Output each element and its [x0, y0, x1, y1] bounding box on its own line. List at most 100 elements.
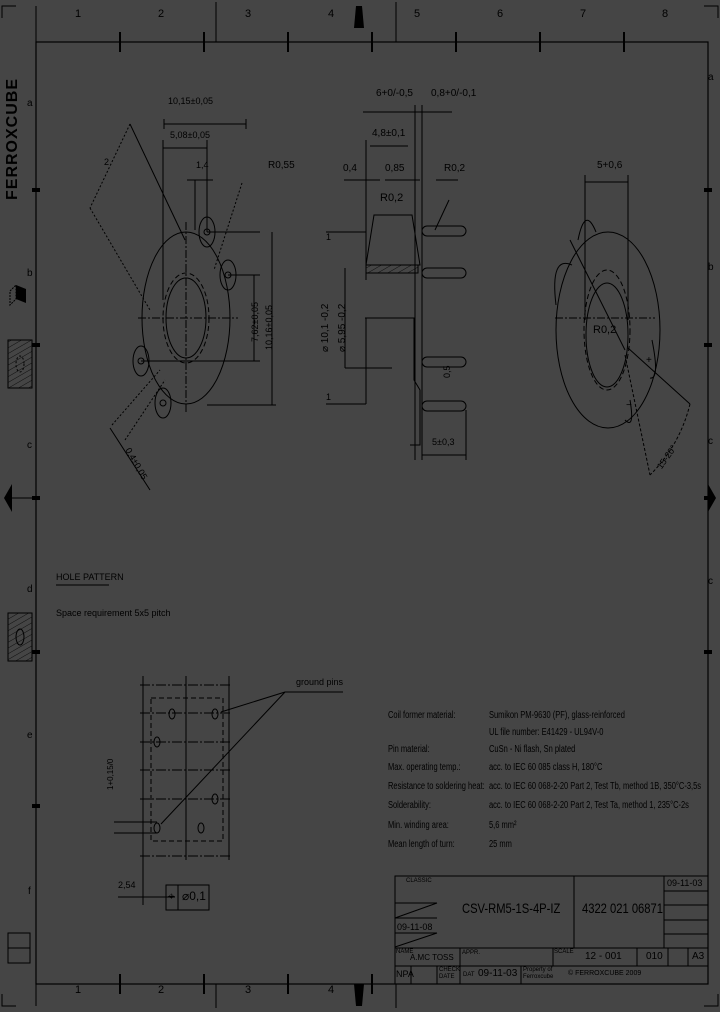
spec-value: Sumikon PM-9630 (PF), glass-reinforced	[489, 710, 625, 721]
angle-label: 2	[104, 157, 110, 167]
dia-inner: ⌀ 5,95 -0,2	[337, 303, 348, 352]
dim-pin-offset: 1,4	[196, 160, 209, 170]
dim-height-outer: 10,16±0,05	[264, 305, 274, 350]
pin-minus-label: −	[626, 400, 632, 411]
row-label-right-a: a	[708, 72, 714, 83]
spec-value: acc. to IEC 60 085 class H, 180°C	[489, 762, 603, 773]
center-arrow-top	[354, 6, 364, 28]
dim-height-inner: 7,62±0,05	[250, 302, 260, 342]
row-label-c: c	[27, 440, 32, 451]
column-label-2: 2	[158, 8, 165, 20]
copyright: © FERROXCUBE 2009	[568, 970, 642, 977]
property-label: Property of Ferroxcube	[523, 967, 554, 980]
row-label-d: d	[27, 584, 33, 595]
rear-dim-top: 5+0,6	[597, 160, 623, 171]
spec-label: Min. winding area:	[388, 820, 449, 831]
margin-hatch-blocks	[7, 339, 33, 964]
tolerance-value: ⌀0,1	[182, 889, 206, 903]
hole-pattern-note: Space requirement 5x5 pitch	[56, 608, 171, 618]
spec-value: acc. to IEC 60 068-2-20 Part 2, Test Tb,…	[489, 781, 702, 792]
column-label-8: 8	[662, 8, 669, 20]
ground-pins-label: ground pins	[296, 677, 344, 687]
class-label: CLASSIC	[406, 878, 432, 884]
date-value: 09-11-03	[478, 968, 518, 979]
marker-bottom: 1	[326, 392, 332, 402]
dim-pitch: 2,54	[118, 880, 136, 890]
position-tolerance-icon: ⌖	[168, 889, 175, 903]
sheet-size: A3	[692, 951, 705, 962]
dim-top-inner: 5,08±0,05	[170, 130, 210, 140]
dim-top-outer: 10,15±0,05	[168, 96, 213, 106]
name-value: A.MC TOSS	[410, 953, 454, 962]
front-view	[89, 119, 276, 491]
column-label-3: 3	[245, 8, 252, 20]
dim-b: 0,85	[385, 163, 405, 174]
radius-label: R0,55	[268, 160, 295, 171]
hole-pattern-title: HOLE PATTERN	[56, 572, 124, 582]
hole-pattern-drawing	[56, 584, 343, 911]
ferroxcube-logo-icon	[9, 283, 26, 307]
marker-top: 1	[326, 232, 332, 242]
spec-value: 5,6 mm²	[489, 820, 517, 831]
spec-value: CuSn - Ni flash, Sn plated	[489, 744, 576, 755]
dim-hole: 1+0,15/0	[106, 758, 115, 790]
column-label-5: 5	[414, 8, 421, 20]
spec-label: Pin material:	[388, 744, 430, 755]
row-label-f: f	[28, 886, 31, 897]
code-value: 010	[646, 951, 663, 962]
pin-plus-label: +	[646, 355, 652, 366]
center-arrow-left	[4, 484, 12, 512]
center-arrow-right	[708, 484, 716, 512]
column-label-1-bottom: 1	[75, 984, 82, 996]
spec-label: Coil former material:	[388, 710, 456, 721]
column-label-1: 1	[75, 8, 82, 20]
row-label-right-c: c	[708, 436, 713, 447]
dim-a: 0,4	[343, 163, 357, 174]
row-label-right-d: c	[708, 576, 713, 587]
spec-value: acc. to IEC 60 068-2-20 Part 2, Test Ta,…	[489, 800, 689, 811]
row-label-b: b	[27, 268, 33, 279]
scale-value: 12 - 001	[585, 951, 622, 962]
scale-label: SCALE	[554, 949, 574, 955]
check-label: CHECK DATE	[439, 967, 461, 980]
rear-radius: R0,2	[593, 324, 617, 336]
dia-outer: ⌀ 10,1 -0,2	[320, 303, 331, 352]
column-label-2-bottom: 2	[158, 984, 165, 996]
rev-date-left: 09-11-08	[397, 922, 433, 932]
row-label-a: a	[27, 98, 33, 109]
row-label-e: e	[27, 730, 33, 741]
npa-label: NPA	[396, 969, 414, 979]
part-name: CSV-RM5-1S-4P-IZ	[462, 900, 561, 916]
name-label: NAME	[396, 949, 414, 955]
date-label: DAT	[463, 972, 475, 978]
dim-top-left: 6+0/-0,5	[376, 88, 413, 99]
corner-mark	[704, 5, 719, 18]
dim-pin-gap: 0,5	[442, 365, 452, 378]
dim-top-right: 0,8+0/-0,1	[431, 88, 477, 99]
dim-mid: 4,8±0,1	[372, 128, 406, 139]
spec-label: Solderability:	[388, 800, 431, 811]
row-label-right-b: b	[708, 262, 714, 273]
corner-mark	[1, 5, 16, 18]
inner-frame	[35, 41, 709, 985]
part-number: 4322 021 06871	[582, 900, 663, 916]
dim-bottom: 5±0,3	[432, 437, 455, 447]
spec-label: Max. operating temp.:	[388, 762, 461, 773]
column-label-4-bottom: 4	[328, 984, 335, 996]
rev-date-top: 09-11-03	[667, 878, 703, 888]
spec-label: Mean length of turn:	[388, 839, 455, 850]
column-label-7: 7	[580, 8, 587, 20]
corner-mark	[704, 994, 719, 1007]
column-label-6: 6	[497, 8, 504, 20]
center-arrow-bottom	[354, 984, 364, 1006]
spec-value: 25 mm	[489, 839, 512, 850]
title-block	[394, 875, 709, 985]
dim-c: R0,2	[444, 163, 466, 174]
corner-mark	[1, 994, 16, 1007]
spec-value: UL file number: E41429 - UL94V-0	[489, 727, 604, 738]
side-view	[326, 105, 467, 460]
column-label-3-bottom: 3	[245, 984, 252, 996]
rear-view	[554, 175, 691, 476]
spec-label: Resistance to soldering heat:	[388, 781, 485, 792]
